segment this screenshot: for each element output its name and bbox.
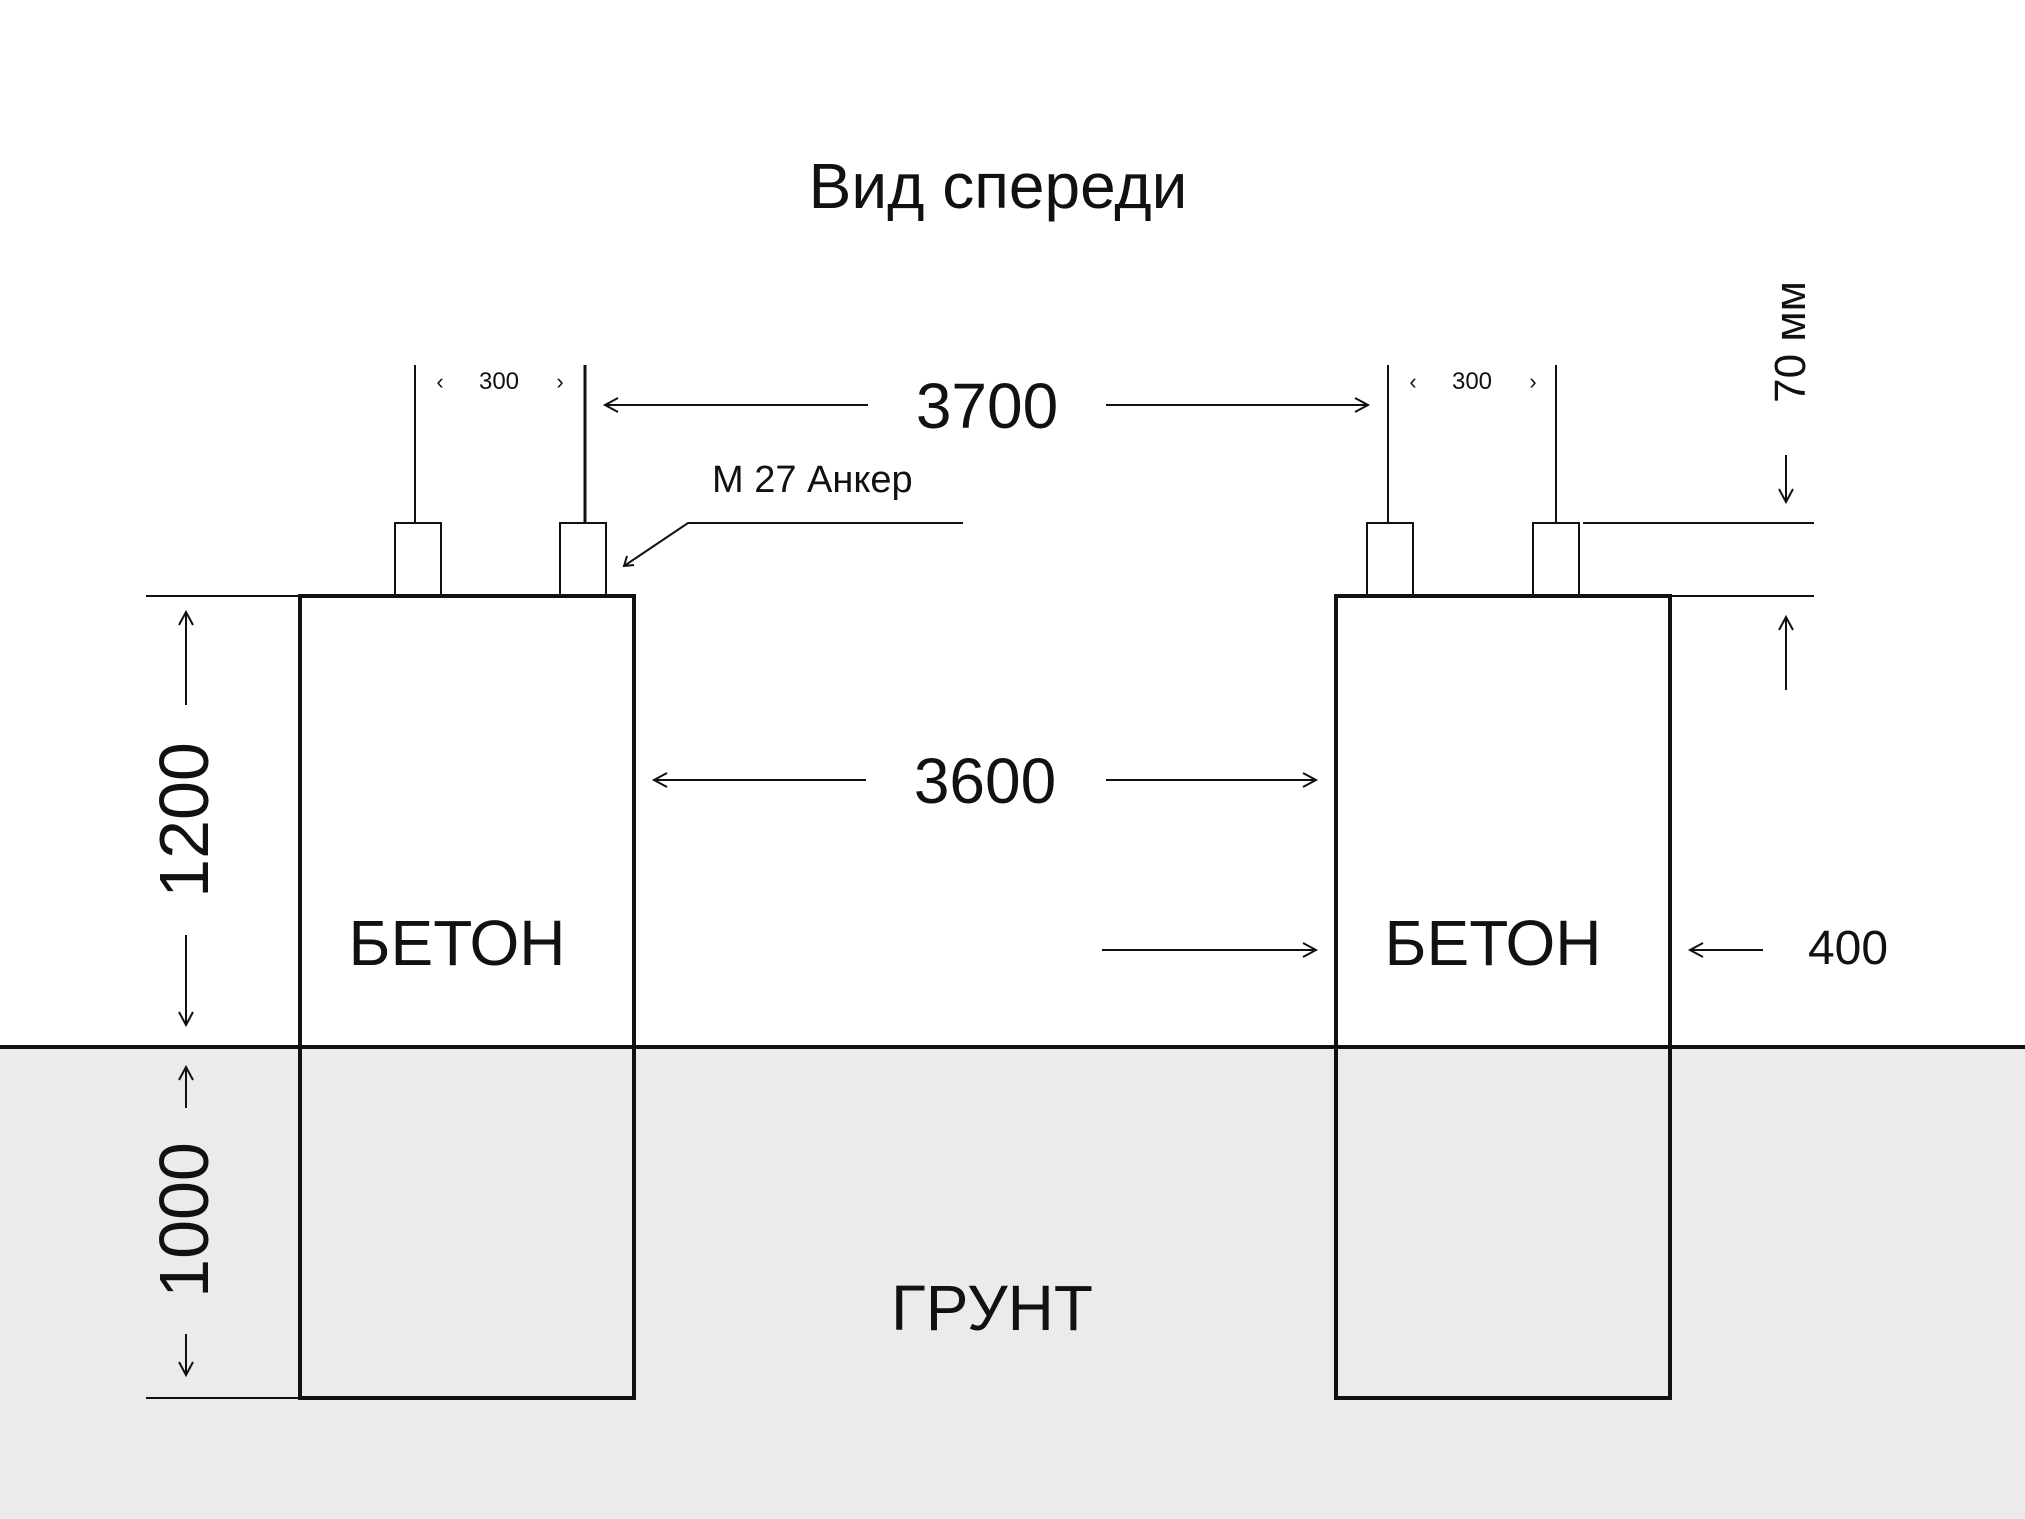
- svg-text:‹: ‹: [436, 369, 443, 394]
- anchor-axis-lines: [414, 365, 1557, 523]
- anchor-label: М 27 Анкер: [712, 459, 913, 501]
- anchor-protrusion-dimension: [1583, 455, 1814, 690]
- anchor-bolts: [394, 522, 1580, 597]
- soil-area: [0, 1047, 2025, 1519]
- anchor-bolt: [1532, 522, 1580, 597]
- soil-label: ГРУНТ: [891, 1272, 1093, 1344]
- svg-text:‹: ‹: [1409, 369, 1416, 394]
- below-ground-depth-label: 1000: [145, 1142, 223, 1298]
- anchor-spacing-label: 300: [1452, 368, 1492, 395]
- left-footing: БЕТОН: [298, 594, 636, 1400]
- axis-distance-label: 3700: [916, 370, 1058, 442]
- footing-width-dimension: [1102, 942, 1763, 958]
- anchor-bolt: [1366, 522, 1414, 597]
- anchor-spacing-label: 300: [479, 368, 519, 395]
- anchor-bolt: [394, 522, 442, 597]
- anchor-leader-line: [622, 522, 963, 568]
- axis-distance-dimension: [602, 397, 1371, 413]
- anchor-bolt: [559, 522, 607, 597]
- left-footing-material-label: БЕТОН: [349, 907, 566, 979]
- anchor-spacing-dimension-right: ‹ 300 ›: [1409, 368, 1536, 395]
- footing-width-label: 400: [1808, 922, 1888, 975]
- anchor-protrusion-label: 70 мм: [1766, 281, 1815, 403]
- svg-text:›: ›: [1529, 369, 1536, 394]
- right-footing: БЕТОН: [1334, 594, 1672, 1400]
- anchor-spacing-dimension-left: ‹ 300 ›: [436, 368, 563, 395]
- drawing-title: Вид спереди: [809, 150, 1188, 222]
- clear-distance-label: 3600: [914, 745, 1056, 817]
- above-ground-height-label: 1200: [145, 742, 223, 898]
- clear-distance-dimension: [651, 772, 1319, 788]
- right-footing-material-label: БЕТОН: [1385, 907, 1602, 979]
- svg-text:›: ›: [556, 369, 563, 394]
- height-dimension-lines: [146, 595, 300, 1399]
